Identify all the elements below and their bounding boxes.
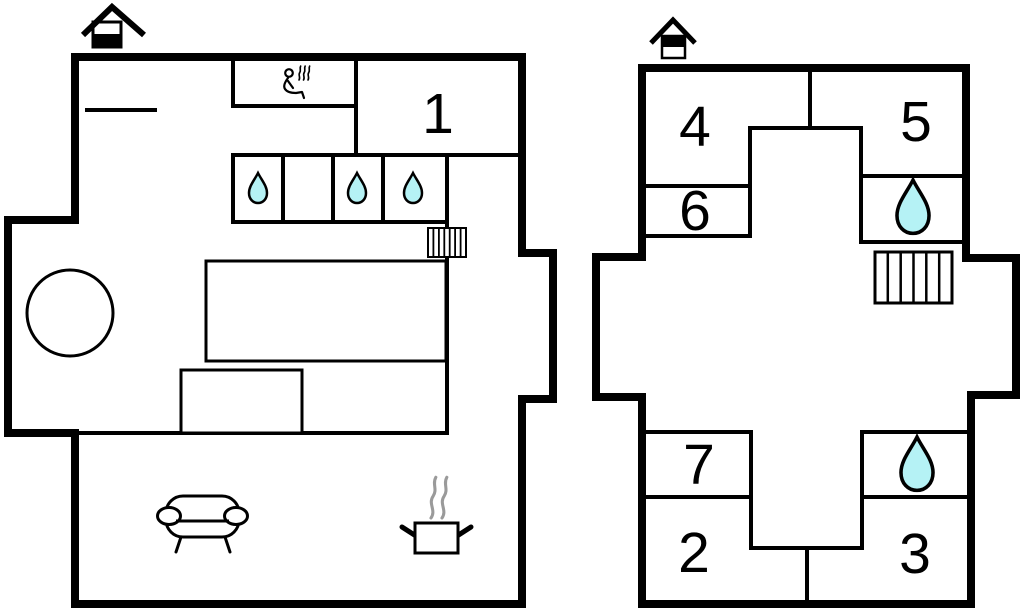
room-label-3: 3 — [899, 522, 931, 586]
sauna-person-steam-icon — [283, 65, 311, 100]
ground-floor-plan: 1 — [4, 2, 557, 608]
upper-floor-plan: 4 5 6 7 2 3 — [592, 16, 1020, 608]
upper-floor-outer-wall — [592, 64, 1020, 608]
corridor-top-walls — [748, 126, 863, 244]
cooking-pot-with-steam-icon — [399, 475, 474, 555]
table — [179, 368, 304, 435]
stairs-icon — [427, 227, 467, 258]
house-entrance-icon — [80, 2, 146, 49]
house-entrance-icon — [649, 16, 697, 60]
sauna-room-walls — [231, 55, 358, 157]
room-label-7: 7 — [683, 433, 715, 497]
room-label-6: 6 — [679, 179, 711, 243]
room-label-4: 4 — [679, 95, 711, 159]
bathroom-bottom-walls — [860, 430, 973, 550]
shower-row-walls — [231, 153, 449, 224]
room-label-1: 1 — [422, 82, 454, 146]
corridor-bottom-walls — [749, 546, 864, 602]
room-label-5: 5 — [900, 90, 932, 154]
round-hot-tub — [25, 268, 115, 358]
swimming-pool — [204, 259, 448, 363]
room-label-2: 2 — [678, 521, 710, 585]
room7-walls — [640, 430, 753, 550]
sofa-icon — [156, 494, 249, 554]
stairs-icon — [873, 250, 954, 305]
